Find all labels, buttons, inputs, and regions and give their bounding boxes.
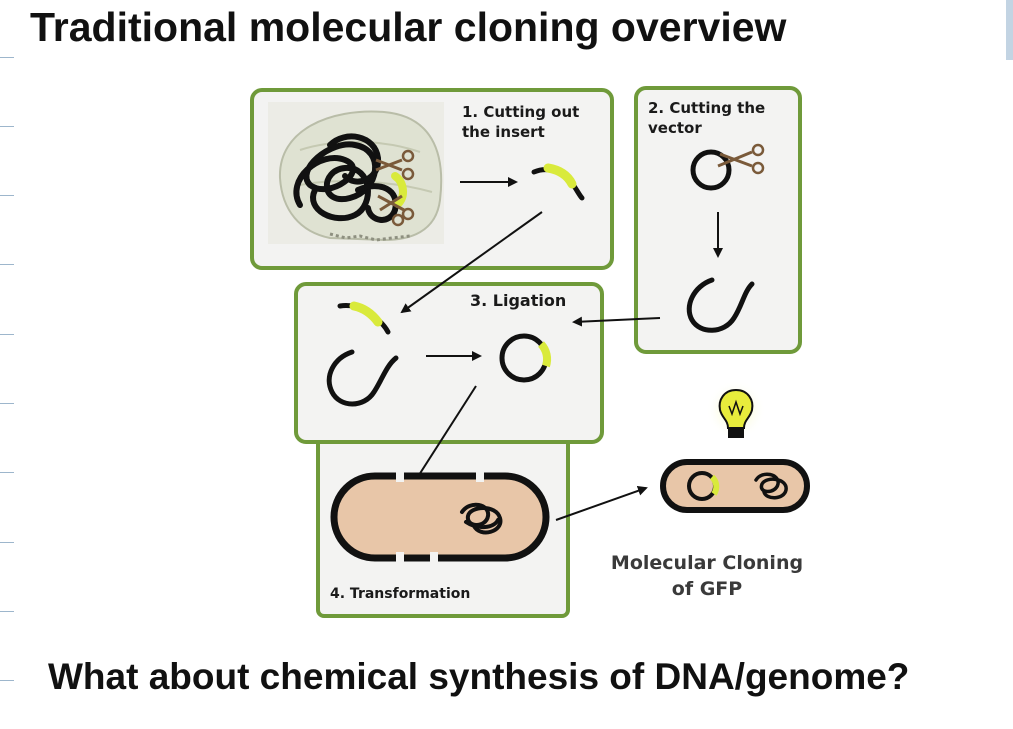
left-margin-rule [0,195,14,196]
lightbulb-icon [718,388,754,438]
step1-label-line2: the insert [462,123,545,141]
bacterial-genome [460,502,503,535]
step2-label-line2: vector [648,119,702,137]
left-margin-rule [0,611,14,612]
left-margin-rule [0,542,14,543]
left-margin-rule [0,403,14,404]
scissors-icon [717,143,765,175]
insert-fragment [337,301,391,335]
vector-plasmid [690,149,732,191]
caption-line2: of GFP [672,578,743,600]
ligation-panel [294,282,604,444]
scissors-icon [377,194,415,227]
slide-edge-bar [1006,0,1013,60]
insert-fragment [531,163,585,201]
step1-label-line1: 1. Cutting out [462,103,579,121]
opened-vector [686,277,755,333]
bacterium-cell [330,470,550,564]
arrow [555,485,648,521]
slide-subtitle: What about chemical synthesis of DNA/gen… [48,656,910,697]
step3-label: 3. Ligation [470,291,566,310]
opened-vector [326,349,399,407]
genome-tangle [293,133,399,223]
arrow [400,211,543,314]
left-margin-rule [0,472,14,473]
scissors-icon [375,149,415,181]
gfp-gene-segment [537,341,552,368]
gfp-expressing-cell [660,459,810,513]
caption-line1: Molecular Cloning [611,552,803,574]
left-margin-rule [0,264,14,265]
left-margin-rule [0,57,14,58]
left-margin-rule [0,680,14,681]
gfp-gene-segment [391,172,407,208]
left-margin-rule [0,334,14,335]
left-margin-rule [0,126,14,127]
slide-title: Traditional molecular cloning overview [30,4,787,50]
arrow [572,316,661,327]
step2-label-line1: 2. Cutting the [648,99,765,117]
step4-label: 4. Transformation [330,586,470,602]
